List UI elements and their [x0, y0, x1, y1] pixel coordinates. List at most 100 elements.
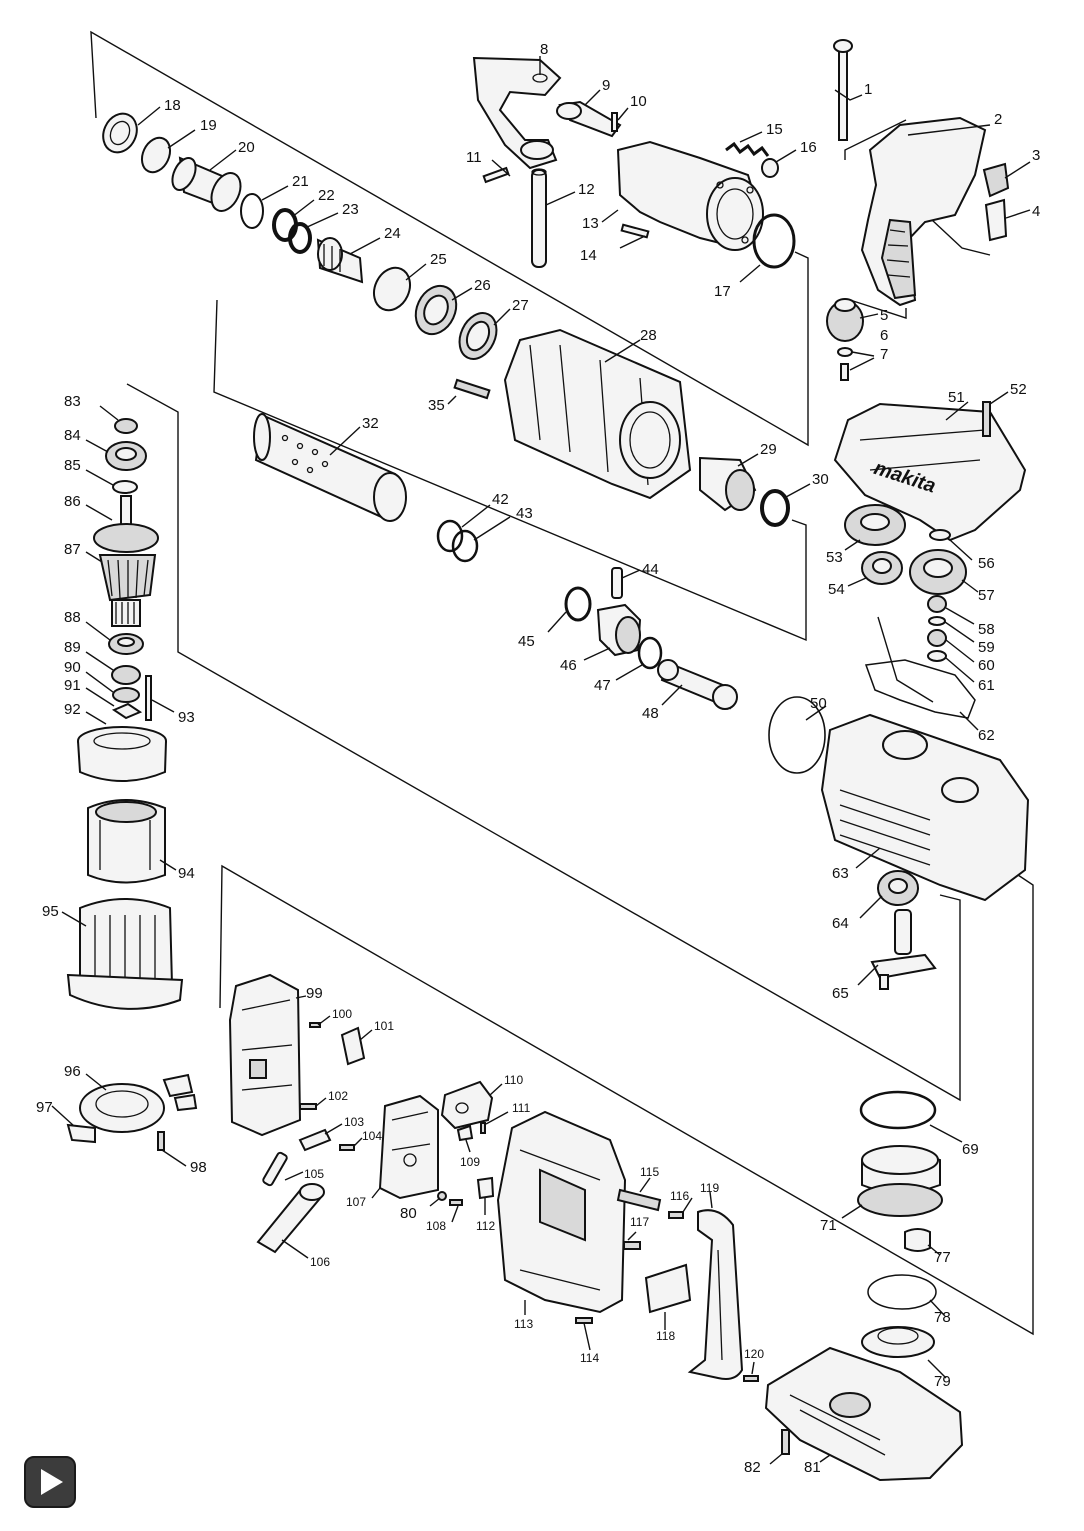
- label-77: 77: [934, 1249, 951, 1266]
- part-14-bolt: [620, 223, 650, 239]
- label-17: 17: [714, 283, 731, 300]
- part-112-lever: [476, 1176, 495, 1200]
- part-83-bearing: [114, 418, 138, 434]
- part-106-cord-guard: [256, 1183, 325, 1254]
- label-118: 118: [656, 1329, 675, 1343]
- part-90-insulation-washer: [112, 687, 140, 703]
- label-47: 47: [594, 677, 611, 694]
- part-4-clip: [984, 198, 1008, 242]
- label-81: 81: [804, 1459, 821, 1476]
- part-109-lock-button: [456, 1124, 474, 1142]
- part-7-screw: [840, 363, 849, 381]
- part-27-seal: [458, 312, 498, 360]
- label-28: 28: [640, 327, 657, 344]
- label-93: 93: [178, 709, 195, 726]
- label-19: 19: [200, 117, 217, 134]
- label-15: 15: [766, 121, 783, 138]
- label-80: 80: [400, 1205, 417, 1222]
- label-58: 58: [978, 621, 995, 638]
- part-111-spring: [480, 1122, 486, 1134]
- group-bracket-lines: [90, 30, 1034, 1336]
- part-3-clip: [982, 162, 1010, 198]
- part-99-controller: [228, 973, 302, 1137]
- label-62: 62: [978, 727, 995, 744]
- label-32: 32: [362, 415, 379, 432]
- part-28-housing: [503, 328, 692, 500]
- part-46-striker: [596, 603, 642, 657]
- play-triangle-icon: [41, 1469, 63, 1495]
- part-21-o-ring: [240, 193, 264, 229]
- part-35-bolt: [453, 378, 491, 400]
- part-18-seal: [102, 112, 138, 154]
- part-119-grip: [687, 1209, 744, 1380]
- part-20-sleeve: [171, 156, 242, 212]
- next-page-button[interactable]: [24, 1456, 76, 1508]
- label-92: 92: [64, 701, 81, 718]
- label-48: 48: [642, 705, 659, 722]
- part-64-bearing: [877, 870, 919, 906]
- label-27: 27: [512, 297, 529, 314]
- part-116-screw: [668, 1211, 684, 1219]
- part-120-screw: [743, 1375, 759, 1382]
- part-45-o-ring: [564, 586, 592, 622]
- label-115: 115: [640, 1165, 659, 1179]
- label-97: 97: [36, 1099, 53, 1116]
- label-26: 26: [474, 277, 491, 294]
- part-labels: 1 2 3 4 5 6 7 8 9 10 11 12 13 14 15 16 1…: [36, 41, 1040, 1476]
- part-69-o-ring: [859, 1090, 937, 1130]
- part-108-screw: [449, 1199, 463, 1206]
- part-13-cylinder-flange: [616, 140, 764, 251]
- label-20: 20: [238, 139, 255, 156]
- label-52: 52: [1010, 381, 1027, 398]
- part-79-cover-plate: [861, 1326, 935, 1358]
- label-117: 117: [630, 1215, 649, 1229]
- label-84: 84: [64, 427, 81, 444]
- part-81-base-housing: [764, 1346, 964, 1482]
- label-87: 87: [64, 541, 81, 558]
- part-52-bolt: [982, 401, 991, 437]
- label-112: 112: [476, 1219, 495, 1233]
- part-1-bolt: [833, 39, 853, 141]
- part-62-gasket: [864, 659, 976, 719]
- label-54: 54: [828, 581, 845, 598]
- label-108: 108: [426, 1219, 446, 1233]
- part-110-trigger: [440, 1080, 494, 1130]
- part-114-screw: [575, 1317, 593, 1324]
- part-98-screw: [157, 1131, 165, 1151]
- part-101-switch: [340, 1026, 366, 1066]
- label-96: 96: [64, 1063, 81, 1080]
- label-65: 65: [832, 985, 849, 1002]
- part-11-pin: [482, 166, 510, 184]
- leader-lines: [51, 56, 1031, 1465]
- part-60-bearing: [927, 629, 947, 647]
- part-103-terminal: [298, 1128, 332, 1152]
- part-51-cover: makita: [833, 402, 1027, 542]
- label-44: 44: [642, 561, 659, 578]
- label-79: 79: [934, 1373, 951, 1390]
- label-82: 82: [744, 1459, 761, 1476]
- label-24: 24: [384, 225, 401, 242]
- label-88: 88: [64, 609, 81, 626]
- part-58-bearing: [927, 595, 947, 613]
- label-64: 64: [832, 915, 849, 932]
- label-98: 98: [190, 1159, 207, 1176]
- part-61-washer: [927, 650, 947, 662]
- label-46: 46: [560, 657, 577, 674]
- label-90: 90: [64, 659, 81, 676]
- part-24-shaft: [316, 237, 364, 284]
- part-95-motor-housing: [66, 898, 184, 1010]
- label-51: 51: [948, 389, 965, 406]
- part-92-baffle: [77, 726, 167, 782]
- part-57-gear: [909, 549, 967, 595]
- label-100: 100: [332, 1007, 352, 1021]
- label-13: 13: [582, 215, 599, 232]
- label-16: 16: [800, 139, 817, 156]
- label-101: 101: [374, 1019, 394, 1033]
- part-54-bearing: [861, 551, 903, 585]
- label-5: 5: [880, 307, 888, 324]
- label-107: 107: [346, 1195, 366, 1209]
- label-99: 99: [306, 985, 323, 1002]
- part-17-o-ring: [752, 213, 796, 269]
- part-102-screw: [299, 1103, 317, 1110]
